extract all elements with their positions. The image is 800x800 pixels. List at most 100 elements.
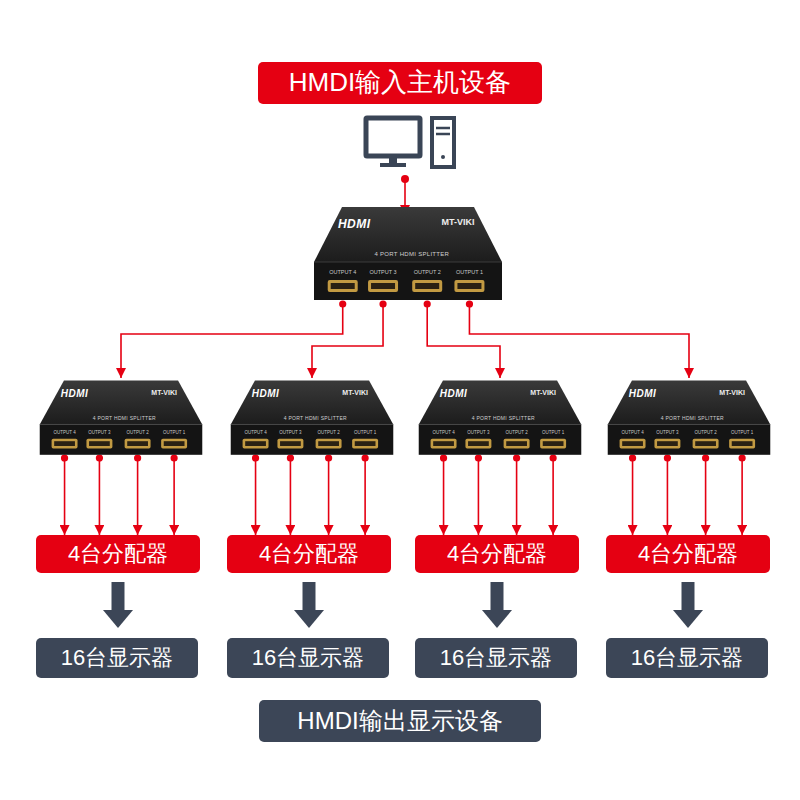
port-label: OUTPUT 2 <box>414 270 441 276</box>
model-text: 4 PORT HDMI SPLITTER <box>284 416 347 421</box>
port-slot <box>415 283 439 289</box>
brand-text: MT-VIKI <box>719 389 745 396</box>
port-label: OUTPUT 4 <box>244 431 266 436</box>
hdmi-port <box>540 439 566 449</box>
tower-slot <box>436 133 450 136</box>
logo-text: HDMI <box>252 389 280 399</box>
hdmi-port <box>125 439 151 449</box>
signal-arrow <box>478 458 480 535</box>
model-text: 4 PORT HDMI SPLITTER <box>472 416 535 421</box>
box-label: 4台分配器 <box>259 541 359 567</box>
signal-arrow <box>469 304 689 378</box>
port-shell <box>454 280 484 292</box>
port-slot <box>657 441 678 446</box>
logo-text: HDMI <box>629 389 657 399</box>
port-label: OUTPUT 4 <box>432 431 454 436</box>
splitter-top-face <box>608 380 771 424</box>
tower-symbol <box>432 118 454 167</box>
box-label: 4台分配器 <box>447 541 547 567</box>
splitter-top-face <box>314 207 502 262</box>
monitor-base <box>380 163 406 167</box>
hdmi-port <box>368 280 398 292</box>
splitter-front-face <box>40 424 203 454</box>
tower-button <box>441 155 445 159</box>
signal-arrow <box>364 458 366 535</box>
signal-arrow <box>552 458 554 535</box>
port-label: OUTPUT 4 <box>621 431 643 436</box>
port-shell <box>412 280 442 292</box>
output-banner: HMDI输出显示设备 <box>259 700 541 742</box>
flow-arrow <box>303 582 316 610</box>
box-label: 4台分配器 <box>638 541 738 567</box>
signal-arrow <box>173 458 175 535</box>
hdmi-port <box>431 439 457 449</box>
port-label: OUTPUT 4 <box>329 270 356 276</box>
splitter-edge <box>231 424 394 425</box>
box-label: 16台显示器 <box>631 645 743 671</box>
brand-text: MT-VIKI <box>342 389 368 396</box>
hdmi-splitter: HDMIMT-VIKI4 PORT HDMI SPLITTEROUTPUT 4O… <box>606 378 772 458</box>
arrow-line <box>404 179 406 206</box>
brand-text: MT-VIKI <box>151 389 177 396</box>
port-label: OUTPUT 3 <box>656 431 678 436</box>
splitter-edge <box>314 262 502 263</box>
port-shell <box>52 439 78 449</box>
signal-arrow <box>255 458 257 535</box>
port-label: OUTPUT 4 <box>53 431 75 436</box>
splitter-edge <box>40 424 203 425</box>
port-shell <box>729 439 755 449</box>
port-shell <box>86 439 112 449</box>
logo-text: HDMI <box>61 389 89 399</box>
splitter-count-box: 4台分配器 <box>36 535 200 573</box>
port-label: OUTPUT 3 <box>369 270 396 276</box>
box-label: HMDI输出显示设备 <box>297 707 502 736</box>
hdmi-splitter: HDMIMT-VIKI4 PORT HDMI SPLITTEROUTPUT 4O… <box>38 378 204 458</box>
brand-text: MT-VIKI <box>441 218 474 227</box>
hdmi-port <box>454 280 484 292</box>
port-slot <box>164 441 185 446</box>
signal-arrow <box>290 458 292 535</box>
hdmi-port <box>620 439 646 449</box>
box-label: 16台显示器 <box>440 645 552 671</box>
port-slot <box>245 441 266 446</box>
splitter-top-face <box>40 380 203 424</box>
hdmi-port <box>161 439 187 449</box>
signal-arrow <box>99 458 101 535</box>
splitter-count-box: 4台分配器 <box>415 535 579 573</box>
port-slot <box>371 283 395 289</box>
port-shell <box>352 439 378 449</box>
port-slot <box>331 283 355 289</box>
hdmi-port <box>729 439 755 449</box>
hdmi-port <box>352 439 378 449</box>
splitter-count-box: 4台分配器 <box>227 535 391 573</box>
tower-slot <box>436 127 450 130</box>
splitter-top-face <box>231 380 394 424</box>
splitter-front-face <box>314 262 502 300</box>
box-label: 16台显示器 <box>252 645 364 671</box>
logo-text: HDMI <box>338 218 371 230</box>
flow-arrow <box>491 582 504 610</box>
hdmi-port <box>316 439 342 449</box>
input-banner: HMDI输入主机设备 <box>258 62 542 104</box>
port-slot <box>622 441 643 446</box>
signal-arrow <box>705 458 707 535</box>
hdmi-splitter: HDMI MT-VIKI 4 PORT HDMI SPLITTER OUTPUT 4 O… <box>229 378 395 458</box>
port-slot <box>457 283 481 289</box>
hdmi-port <box>504 439 530 449</box>
port-label: OUTPUT 1 <box>354 431 376 436</box>
splitter-front-face <box>608 424 771 454</box>
port-label: OUTPUT 3 <box>88 431 110 436</box>
port-label: OUTPUT 1 <box>163 431 185 436</box>
port-label: OUTPUT 3 <box>467 431 489 436</box>
flow-arrow <box>112 582 125 610</box>
port-shell <box>125 439 151 449</box>
port-slot <box>543 441 564 446</box>
hdmi-port <box>693 439 719 449</box>
signal-arrow <box>667 458 669 535</box>
port-slot <box>732 441 753 446</box>
hdmi-port <box>465 439 491 449</box>
brand-text: MT-VIKI <box>530 389 556 396</box>
hdmi-port <box>654 439 680 449</box>
port-shell <box>161 439 187 449</box>
hdmi-port <box>86 439 112 449</box>
